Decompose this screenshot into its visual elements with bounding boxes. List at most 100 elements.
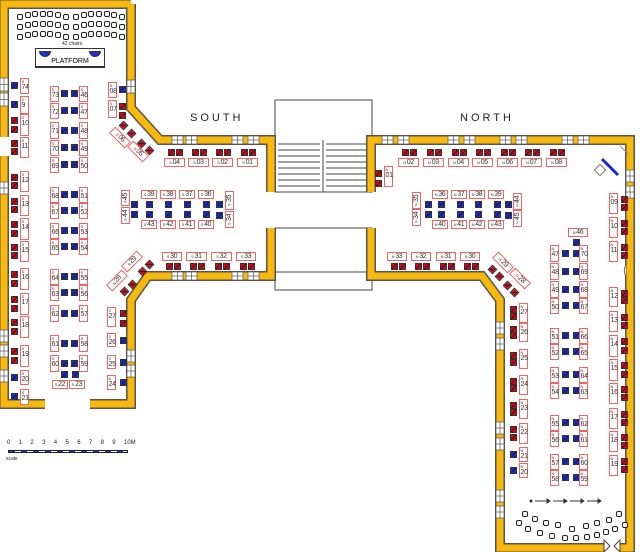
booth-n14[interactable]: N14: [609, 335, 618, 357]
booth-s21[interactable]: S21: [20, 389, 29, 405]
booth-s07[interactable]: S07: [108, 100, 117, 118]
booth-s63[interactable]: S63: [50, 285, 59, 301]
booth-s01[interactable]: S01: [237, 158, 258, 167]
booth-s52[interactable]: S52: [79, 203, 88, 219]
booth-n70[interactable]: N70: [579, 245, 588, 262]
booth-s54[interactable]: S54: [79, 239, 88, 255]
booth-s64[interactable]: S64: [50, 269, 59, 285]
booth-n06[interactable]: N06: [497, 158, 518, 167]
booth-s44[interactable]: S44: [121, 207, 130, 224]
booth-n36[interactable]: N36: [432, 190, 448, 199]
booth-s41[interactable]: S41: [179, 220, 195, 229]
booth-n25[interactable]: N25: [519, 349, 528, 369]
booth-s02[interactable]: S02: [212, 158, 233, 167]
booth-s74[interactable]: S74: [20, 78, 29, 94]
booth-n66[interactable]: N66: [579, 328, 588, 344]
booth-s56[interactable]: S56: [79, 285, 88, 301]
booth-s30[interactable]: S30: [162, 252, 182, 261]
booth-s51[interactable]: S51: [79, 187, 88, 203]
booth-s38[interactable]: S38: [160, 190, 176, 199]
booth-s34[interactable]: S34: [225, 211, 234, 228]
booth-n63[interactable]: N63: [579, 383, 588, 399]
booth-n35[interactable]: N35: [412, 192, 421, 209]
booth-s17[interactable]: S17: [20, 293, 29, 315]
booth-s18[interactable]: S18: [20, 316, 29, 338]
booth-n53[interactable]: N53: [550, 367, 559, 383]
booth-n21[interactable]: N21: [519, 447, 528, 462]
booth-n62[interactable]: N62: [579, 415, 588, 431]
booth-n01[interactable]: N01: [384, 166, 393, 187]
booth-s39[interactable]: S39: [141, 190, 157, 199]
booth-s14[interactable]: S14: [20, 218, 29, 240]
booth-s04[interactable]: S04: [164, 158, 185, 167]
booth-n27[interactable]: N27: [519, 303, 528, 323]
booth-s65[interactable]: S65: [50, 239, 59, 255]
booth-s49[interactable]: S49: [79, 140, 88, 156]
booth-s12[interactable]: S12: [20, 171, 29, 192]
booth-s9[interactable]: S9: [20, 96, 29, 114]
booth-s22[interactable]: S22: [52, 380, 68, 389]
booth-n04[interactable]: N04: [448, 158, 469, 167]
booth-n37[interactable]: N37: [451, 190, 467, 199]
booth-n19[interactable]: N19: [609, 455, 618, 476]
booth-s16[interactable]: S16: [20, 268, 29, 290]
booth-s37[interactable]: S37: [179, 190, 195, 199]
booth-n41[interactable]: N41: [451, 220, 467, 229]
booth-s42[interactable]: S42: [160, 220, 176, 229]
booth-n67[interactable]: N67: [579, 298, 588, 314]
booth-s10[interactable]: S10: [20, 114, 29, 136]
booth-s45[interactable]: S45: [121, 190, 130, 206]
booth-s40[interactable]: S40: [198, 220, 214, 229]
booth-n43[interactable]: N43: [488, 220, 504, 229]
booth-n08[interactable]: N08: [546, 158, 567, 167]
booth-s57[interactable]: S57: [79, 305, 88, 322]
booth-s68[interactable]: S68: [50, 187, 59, 203]
booth-s46[interactable]: S46: [79, 86, 88, 102]
booth-s15[interactable]: S15: [20, 241, 29, 262]
booth-n16[interactable]: N16: [609, 383, 618, 404]
booth-n54[interactable]: N54: [550, 383, 559, 399]
booth-s32[interactable]: S32: [211, 252, 232, 261]
booth-n39[interactable]: N39: [488, 190, 504, 199]
booth-n69[interactable]: N69: [579, 263, 588, 280]
booth-n20[interactable]: N20: [519, 463, 528, 478]
booth-n03[interactable]: N03: [423, 158, 444, 167]
booth-n44[interactable]: N44: [513, 193, 522, 210]
booth-n51[interactable]: N51: [550, 328, 559, 344]
booth-n24[interactable]: N24: [519, 375, 528, 395]
booth-n09[interactable]: N09: [609, 193, 618, 214]
booth-n13[interactable]: N13: [609, 311, 618, 332]
booth-s66[interactable]: S66: [50, 223, 59, 239]
booth-n68[interactable]: N68: [579, 281, 588, 298]
booth-n59[interactable]: N59: [579, 470, 588, 486]
booth-n38[interactable]: N38: [469, 190, 485, 199]
booth-s08[interactable]: S08: [108, 82, 117, 98]
booth-s73[interactable]: S73: [50, 86, 59, 102]
booth-n30[interactable]: N30: [460, 252, 480, 261]
booth-s43[interactable]: S43: [141, 220, 157, 229]
booth-n23[interactable]: N23: [519, 399, 528, 419]
booth-n02[interactable]: N02: [398, 158, 419, 167]
booth-n31[interactable]: N31: [436, 252, 456, 261]
booth-s69[interactable]: S69: [50, 157, 59, 173]
booth-n32[interactable]: N32: [411, 252, 431, 261]
booth-s50[interactable]: S50: [79, 157, 88, 173]
booth-s61[interactable]: S61: [50, 335, 59, 352]
booth-s25[interactable]: S25: [107, 355, 116, 369]
booth-n17[interactable]: N17: [609, 408, 618, 429]
booth-n22[interactable]: N22: [519, 423, 528, 444]
booth-s36[interactable]: S36: [198, 190, 214, 199]
booth-n42[interactable]: N42: [469, 220, 485, 229]
booth-n11[interactable]: N11: [609, 241, 618, 262]
booth-s55[interactable]: S55: [79, 269, 88, 285]
booth-n56[interactable]: N56: [550, 431, 559, 447]
booth-s33[interactable]: S33: [236, 252, 256, 261]
booth-s70[interactable]: S70: [50, 140, 59, 156]
booth-s31[interactable]: S31: [186, 252, 207, 261]
booth-n07[interactable]: N07: [521, 158, 542, 167]
booth-s27[interactable]: S27: [107, 307, 116, 327]
booth-s19[interactable]: S19: [20, 345, 29, 367]
booth-n10[interactable]: N10: [609, 217, 618, 238]
booth-n52[interactable]: N52: [550, 344, 559, 360]
booth-s03[interactable]: S03: [188, 158, 209, 167]
